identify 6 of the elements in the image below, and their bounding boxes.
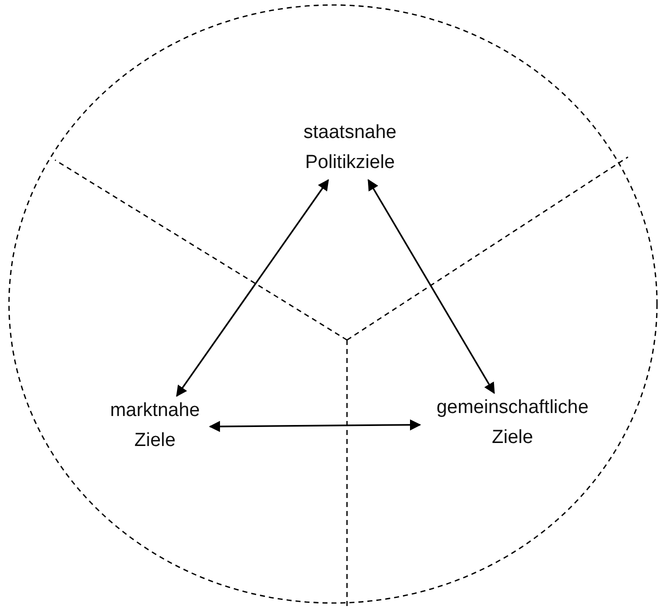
goal-label: gemeinschaftliche Ziele — [420, 393, 605, 455]
double-arrow — [208, 419, 422, 432]
double-arrow — [176, 179, 329, 397]
goal-label: marktnahe Ziele — [100, 396, 210, 458]
goal-label: staatsnahe Politikziele — [270, 118, 430, 180]
double-arrow — [368, 179, 495, 394]
